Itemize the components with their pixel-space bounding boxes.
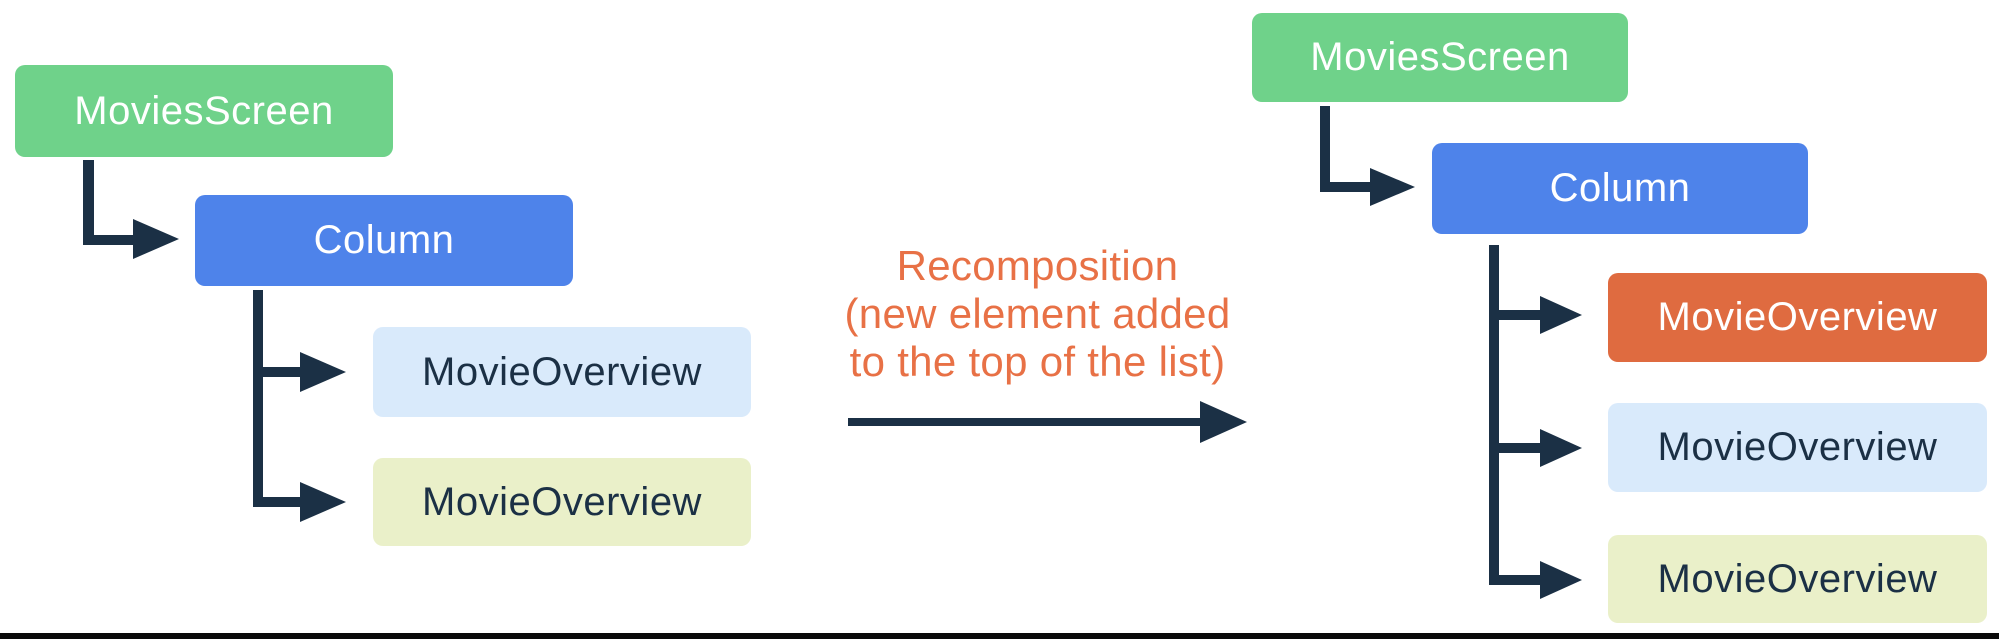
left-child2-arrowhead-icon: [300, 482, 346, 522]
right-child2-arrowhead-icon: [1540, 429, 1582, 467]
right-column-node: Column: [1432, 143, 1808, 234]
right-child3-arrowhead-icon: [1540, 561, 1582, 599]
left-child1-branch-line: [253, 367, 300, 377]
transition-arrowhead-icon: [1200, 401, 1247, 443]
right-movieoverview-1-node: MovieOverview: [1608, 273, 1987, 362]
recomposition-caption: Recomposition (new element added to the …: [810, 242, 1265, 386]
caption-line-2: (new element added: [844, 290, 1231, 337]
right-movieoverview-2-node: MovieOverview: [1608, 403, 1987, 492]
right-child1-branch-line: [1489, 310, 1540, 320]
transition-arrow-line: [848, 418, 1203, 426]
left-child1-arrowhead-icon: [300, 352, 346, 392]
left-movieoverview-1-node: MovieOverview: [373, 327, 751, 417]
left-root-elbow-horizontal-line: [83, 235, 133, 245]
left-column-node: Column: [195, 195, 573, 286]
left-child2-branch-line: [253, 497, 300, 507]
right-moviesscreen-node: MoviesScreen: [1252, 13, 1628, 102]
left-moviesscreen-node: MoviesScreen: [15, 65, 393, 157]
caption-line-3: to the top of the list): [849, 338, 1226, 385]
right-root-arrowhead-icon: [1370, 168, 1415, 206]
bottom-border-line: [0, 633, 1999, 639]
right-root-elbow-horizontal-line: [1320, 182, 1370, 192]
left-root-arrowhead-icon: [133, 219, 179, 259]
left-root-elbow-vertical-line: [83, 160, 94, 245]
left-column-trunk-line: [253, 290, 263, 507]
right-column-trunk-line: [1489, 245, 1499, 585]
right-child2-branch-line: [1489, 443, 1540, 453]
caption-line-1: Recomposition: [896, 242, 1179, 289]
left-movieoverview-2-node: MovieOverview: [373, 458, 751, 546]
right-child3-branch-line: [1489, 575, 1540, 585]
right-child1-arrowhead-icon: [1540, 296, 1582, 334]
right-root-elbow-vertical-line: [1320, 106, 1330, 192]
right-movieoverview-3-node: MovieOverview: [1608, 535, 1987, 623]
